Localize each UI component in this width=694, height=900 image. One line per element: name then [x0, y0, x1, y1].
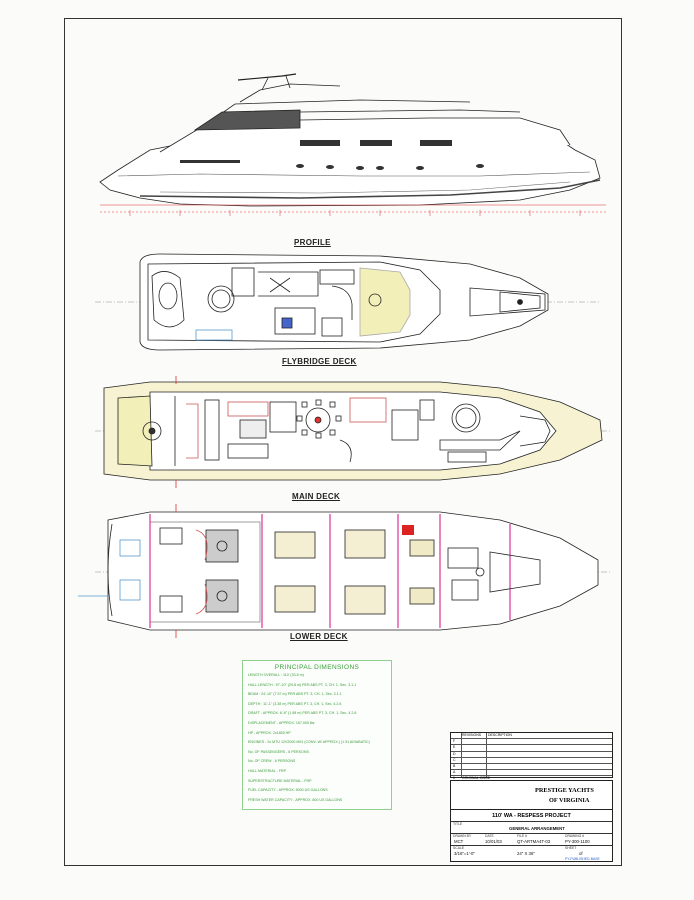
dimension-row: HULL MATERIAL - FRP	[248, 768, 287, 773]
drawing-border	[64, 18, 622, 866]
revision-letter: D	[453, 751, 456, 756]
dimension-row: HP - APPROX. 2x1800 HP	[248, 730, 291, 735]
dimension-row: FUEL CAPACITY - APPROX. 5000 US GALLONS	[248, 788, 328, 793]
dimension-row: DISPLACEMENT - APPROX. 157,000 lbs	[248, 720, 315, 725]
dimension-row: FRESH WATER CAPACITY - APPROX. 800 US GA…	[248, 797, 343, 802]
file-number-value: QT-ARTMA4T-03	[517, 839, 551, 844]
sheet-heading: SHEET	[565, 846, 577, 850]
dimension-row: SUPERSTRUCTURE MATERIAL - FRP	[248, 778, 312, 783]
drawing-title: GENERAL ARRANGEMENT	[509, 826, 565, 831]
title-heading: TITLE	[453, 822, 463, 826]
sheet-size-value: 24" X 36"	[517, 851, 535, 856]
revision-block: REVISIONS DESCRIPTION F E D C B A 0 ORIG…	[450, 732, 613, 781]
profile-label: PROFILE	[294, 238, 331, 247]
dimension-row: DRAFT - APPROX. 6'-6" (1.98 m) PER ABS P…	[248, 711, 357, 716]
dimension-row: HULL LENGTH : 97'-10" (29.8 m) PER ABS P…	[248, 682, 357, 687]
dimension-row: BEAM : 24'-10" (7.57 m) PER ABS PT. 3, C…	[248, 692, 342, 697]
dimension-row: LENGTH OVERALL : 110' (33.5 m)	[248, 673, 304, 677]
principal-dimensions-table: PRINCIPAL DIMENSIONS LENGTH OVERALL : 11…	[242, 660, 392, 810]
dimension-row: No. OF CREW - 6 PERSONS	[248, 759, 296, 764]
dimension-row: DEPTH : 11'-1" (3.38 m) PER ABS PT. 3, C…	[248, 701, 342, 706]
dimension-row: No. OF PASSENGERS - 8 PERSONS	[248, 749, 309, 754]
scale-value: 3/16"=1'-0"	[454, 851, 475, 856]
revision-letter: A	[453, 770, 456, 775]
drawn-by-heading: DRAWN BY	[453, 834, 472, 838]
main-deck-view	[95, 376, 610, 488]
title-block: PRESTIGE YACHTS OF VIRGINIA 110' WA - RE…	[450, 780, 613, 862]
drawing-number-value: PY-300-1100	[565, 839, 590, 844]
main-deck-label: MAIN DECK	[292, 492, 341, 501]
principal-dimensions-title: PRINCIPAL DIMENSIONS	[274, 664, 360, 671]
lower-deck-label: LOWER DECK	[290, 632, 348, 641]
date-value: 10/01/03	[485, 839, 502, 844]
revision-letter: 0	[453, 776, 455, 781]
revision-letter: B	[453, 763, 456, 768]
profile-view	[99, 73, 606, 216]
drawn-by-value: MCT	[454, 839, 464, 844]
dimension-row: ENGINES - 2x MTU 12V2000 M91 (CONV. W/ A…	[248, 740, 370, 745]
project-name: 110' WA - RESPESS PROJECT	[492, 813, 571, 819]
flybridge-label: FLYBRIDGE DECK	[282, 357, 357, 366]
footer-note: PY-PUBLISHED-BASE	[565, 857, 600, 861]
flybridge-view	[95, 253, 600, 351]
company-name-line2: OF VIRGINIA	[549, 797, 590, 804]
description-heading: DESCRIPTION	[488, 733, 512, 737]
revision-letter: F	[453, 739, 456, 744]
scale-heading: SCALE	[453, 846, 465, 850]
sheet-value: of	[579, 851, 583, 856]
revisions-heading: REVISIONS	[462, 733, 482, 737]
lower-deck-view	[78, 504, 610, 638]
company-name-line1: PRESTIGE YACHTS	[535, 787, 594, 794]
revision-header: REVISIONS DESCRIPTION	[451, 733, 612, 740]
revision-letter: E	[453, 745, 456, 750]
drawing-number-heading: DRAWING #	[565, 834, 585, 838]
date-heading: DATE	[485, 834, 494, 838]
file-heading: FILE #	[517, 834, 527, 838]
company-logo-area: PRESTIGE YACHTS OF VIRGINIA	[451, 781, 612, 810]
revision-description: ORIGINAL ISSUE	[462, 776, 491, 781]
revision-letter: C	[453, 757, 456, 762]
